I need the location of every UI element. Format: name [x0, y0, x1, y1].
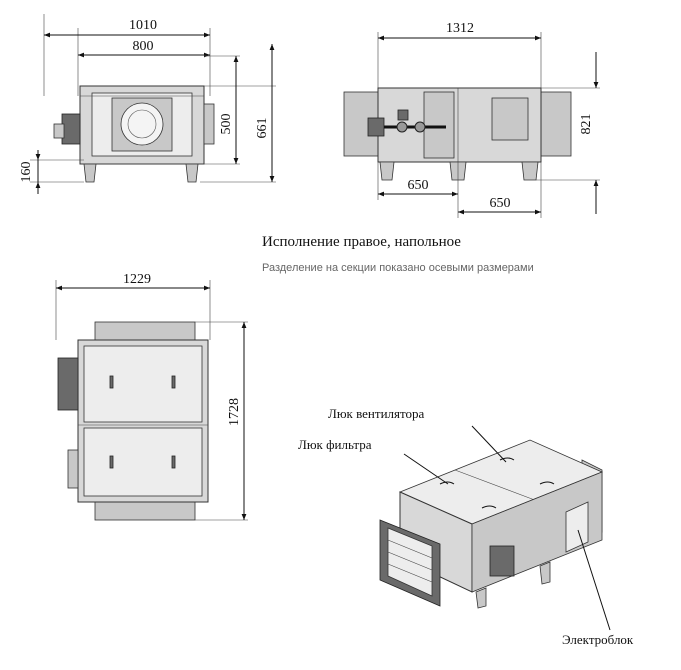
dim-height-body: 500	[219, 114, 234, 135]
outlet-duct	[540, 91, 572, 157]
front-view: 1010 800 500 661 160	[19, 14, 276, 194]
dim-height-overall: 661	[255, 118, 270, 139]
electrical-panel-side	[423, 91, 455, 159]
isometric-view: Люк вентилятора Люк фильтра Электроблок	[298, 406, 634, 647]
dim-length-top: 1728	[227, 398, 242, 426]
drawing-title: Исполнение правое, напольное	[262, 234, 461, 250]
dim-height-side: 821	[579, 114, 594, 135]
filter-hatch-handle	[439, 481, 455, 485]
label-fan-hatch: Люк вентилятора	[328, 406, 424, 421]
dim-width-top: 1229	[123, 272, 151, 287]
top-view: 1229 1728	[55, 272, 248, 521]
label-filter-hatch: Люк фильтра	[298, 437, 372, 452]
leg	[185, 163, 199, 183]
top-duct-lower	[94, 499, 196, 521]
side-view: 1312 821 650 650	[343, 21, 600, 218]
leader-filter-hatch	[403, 453, 449, 485]
iso-electrical-block	[565, 501, 589, 553]
leg	[83, 163, 97, 183]
dim-section-left: 650	[408, 178, 429, 193]
top-hatch-lower	[83, 427, 203, 497]
fan-hatch-handle	[499, 457, 515, 461]
fan-inlet	[120, 102, 164, 146]
leader-fan-hatch	[471, 425, 507, 463]
dim-leg-height: 160	[19, 162, 34, 183]
dim-width-overall: 1010	[129, 18, 157, 33]
top-hatch-upper	[83, 345, 203, 423]
top-duct-upper	[94, 321, 196, 343]
drawing-note: Разделение на секции показано осевыми ра…	[262, 262, 534, 274]
dim-section-right: 650	[490, 196, 511, 211]
label-electrical-block: Электроблок	[562, 632, 634, 647]
leader-electrical-block	[577, 529, 611, 631]
dim-length: 1312	[446, 21, 474, 36]
dim-width-body: 800	[133, 39, 154, 54]
front-valve-group	[61, 113, 81, 145]
inspection-window	[491, 97, 529, 141]
top-valve-group	[57, 357, 79, 411]
